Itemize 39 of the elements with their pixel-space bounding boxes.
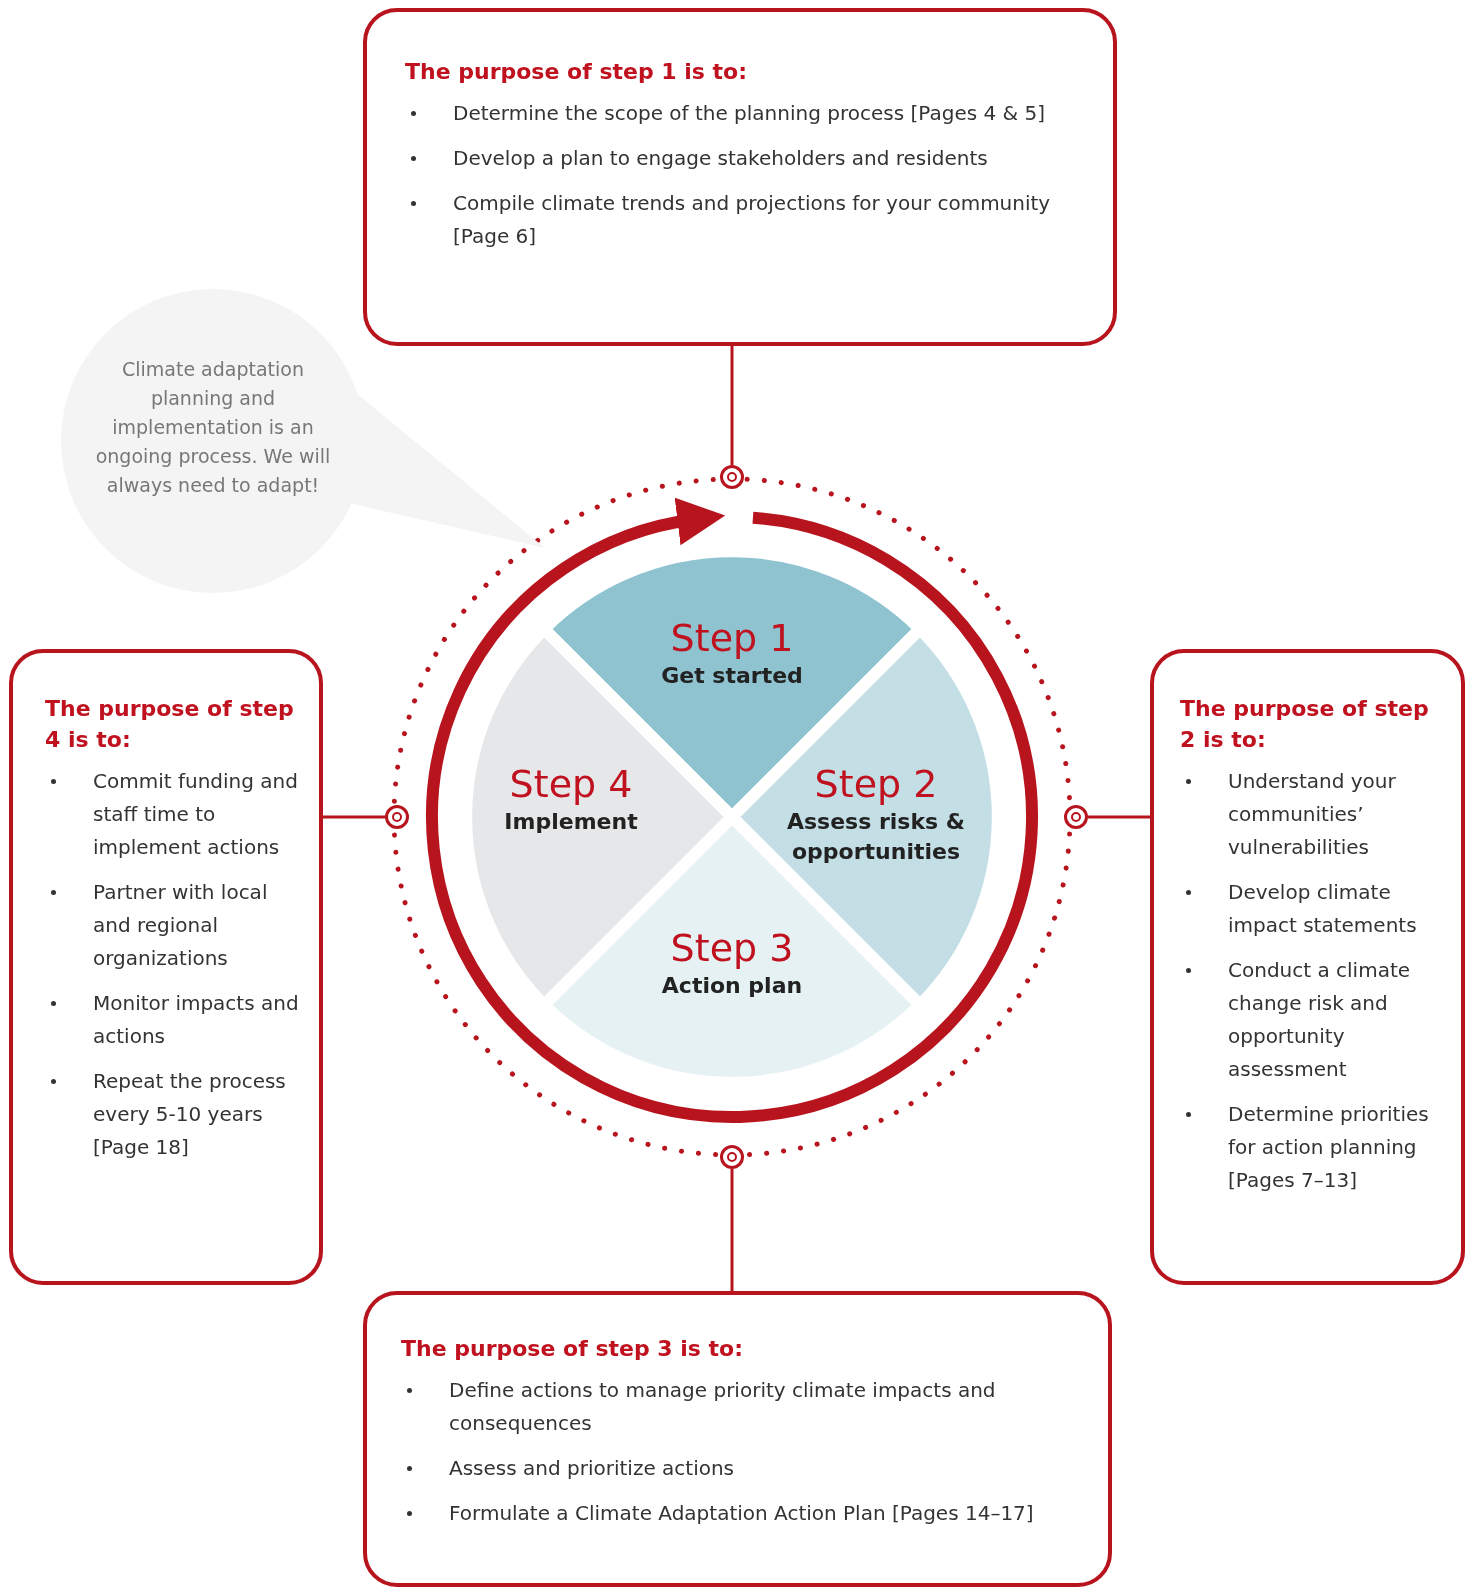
bullet-text: Compile climate trends and projections for your community [Page 6] [453,190,1052,250]
purpose-card [1150,649,1465,1285]
step-title: Step 1 [669,615,795,661]
purpose-card [363,1291,1112,1587]
card-heading: The purpose of step 3 is to: [401,1335,745,1363]
bullet-text: Formulate a Climate Adaptation Action Plan [Pages 14–17] [449,1500,1035,1527]
bullet-text: Repeat the process every 5-10 years [Page 18] [93,1068,287,1161]
step-title: Step 4 [508,761,634,807]
step-title: Step 3 [669,925,795,971]
connector-dot [385,805,409,829]
connector-line [730,346,734,465]
connector-line [323,815,385,819]
step-subtitle: Action plan [660,972,804,1000]
card-heading: The purpose of step 4 is to: [45,695,295,754]
purpose-card [363,8,1117,346]
step-subtitle: Implement [503,808,639,836]
bubble-text: Climate adaptation planning and implementation is an ongoing process. We will always need to adapt! [94,357,332,498]
card-heading: The purpose of step 1 is to: [405,58,749,86]
step-subtitle: Get started [660,662,804,690]
bullet-text: Determine priorities for action planning [Pages 7–13] [1228,1101,1430,1194]
bullet-text: Conduct a climate change risk and opportunity assessment [1228,957,1412,1083]
connector-dot [720,1145,744,1169]
step-title: Step 2 [813,761,939,807]
bullet-text: Partner with local and regional organizations [93,879,269,972]
bullet-text: Understand your communities’ vulnerabilities [1228,768,1397,861]
bullet-text: Monitor impacts and actions [93,990,299,1050]
connector-line [730,1169,734,1291]
card-heading: The purpose of step 2 is to: [1180,695,1430,754]
connector-dot [1064,805,1088,829]
bullet-text: Commit funding and staff time to implement actions [93,768,299,861]
purpose-card [9,649,323,1285]
step-subtitle: Assess risks & opportunities [785,808,966,866]
bullet-text: Determine the scope of the planning process [Pages 4 & 5] [453,100,1047,127]
connector-line [1088,815,1150,819]
connector-dot [720,465,744,489]
bullet-text: Develop a plan to engage stakeholders and residents [453,145,989,172]
bullet-text: Assess and prioritize actions [449,1455,736,1482]
bullet-text: Develop climate impact statements [1228,879,1418,939]
bullet-text: Define actions to manage priority climate impacts and consequences [449,1377,997,1437]
